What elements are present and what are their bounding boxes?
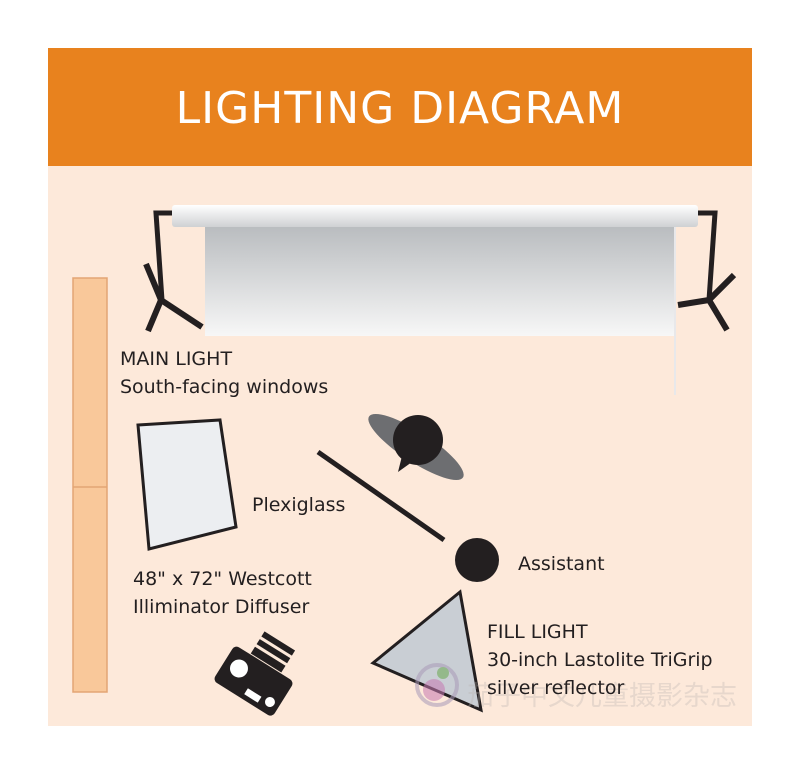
backdrop-stand-right — [677, 210, 737, 332]
window-strip — [72, 277, 108, 693]
watermark: 茄子中文儿童摄影杂志 — [415, 663, 737, 712]
plexiglass-label: Plexiglass — [252, 494, 345, 516]
main-light-label: MAIN LIGHT — [120, 348, 232, 370]
assistant-figure — [455, 538, 499, 582]
fill-light-label: FILL LIGHT — [487, 621, 588, 643]
camera-icon — [214, 631, 296, 716]
header-bar — [48, 48, 752, 166]
diffuser-label-line2: Illiminator Diffuser — [133, 596, 309, 618]
watermark-text: 茄子中文儿童摄影杂志 — [467, 681, 737, 712]
assistant-label: Assistant — [518, 553, 605, 575]
backdrop-stand-left — [143, 210, 204, 333]
diffuser-panel — [136, 418, 238, 551]
fill-light-line2: silver reflector — [487, 677, 625, 699]
plexiglass-sheet — [316, 449, 446, 543]
page-title: LIGHTING DIAGRAM — [176, 83, 625, 134]
diffuser-label-line1: 48" x 72" Westcott — [133, 568, 312, 590]
main-light-desc: South-facing windows — [120, 376, 328, 398]
fill-light-line1: 30-inch Lastolite TriGrip — [487, 649, 713, 671]
backdrop-paper — [172, 205, 698, 395]
subject-figure — [368, 414, 464, 480]
